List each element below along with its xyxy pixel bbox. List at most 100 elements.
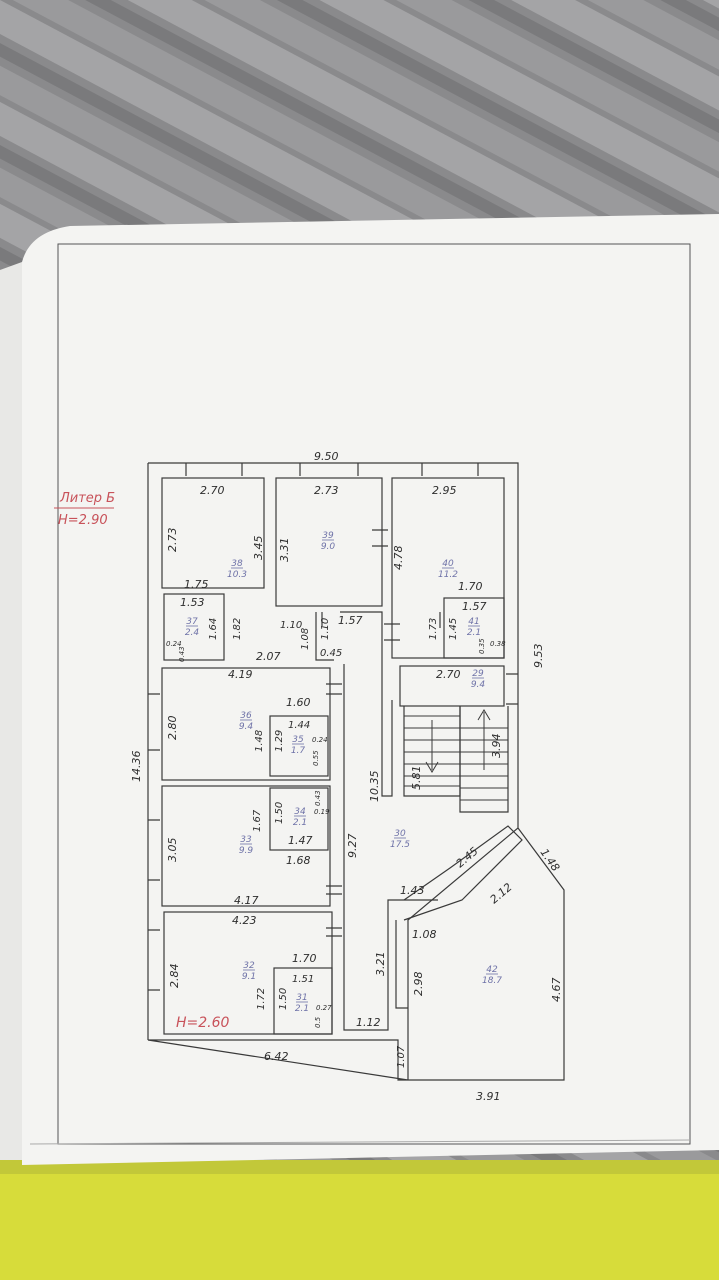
room-31-area: 2.1 — [295, 1004, 309, 1014]
dim-d-143: 1.43 — [400, 884, 425, 897]
dim-r37-side: 1.82 — [232, 618, 243, 640]
dim-r31-small: 0.27 — [316, 1004, 332, 1012]
room-31-number: 31 — [296, 993, 307, 1003]
dim-bottom-right: 3.91 — [476, 1090, 501, 1103]
room-32-area: 9.1 — [242, 972, 256, 982]
stair-treads — [404, 709, 508, 801]
litera-label: Литер Б — [59, 491, 115, 506]
room-29-number: 29 — [472, 669, 484, 679]
room-33-number: 33 — [240, 835, 252, 845]
dim-r34-small2: 0.19 — [314, 808, 330, 816]
dim-r36-w: 1.60 — [286, 696, 311, 709]
dim-corr-b: 1.08 — [300, 628, 311, 650]
room-39-area: 9.0 — [321, 542, 336, 552]
room-37-number: 37 — [186, 617, 198, 627]
dim-right-wall: 9.53 — [532, 644, 545, 669]
dim-r38-h2: 3.45 — [252, 536, 265, 561]
dim-r39-h: 3.31 — [278, 538, 291, 563]
dim-r34-h: 1.50 — [274, 802, 285, 824]
dim-overall-length: 14.36 — [130, 751, 143, 783]
room-34-number: 34 — [294, 807, 306, 817]
room-34-area: 2.1 — [293, 818, 307, 828]
dim-r32-w: 4.23 — [232, 914, 257, 927]
dim-r41-h: 1.45 — [448, 618, 459, 640]
dim-corr-c: 1.10 — [320, 618, 331, 640]
room-36-area: 9.4 — [239, 722, 254, 732]
dim-r34-small: 0.43 — [314, 790, 322, 806]
dim-r35-small2: 0.55 — [312, 750, 320, 766]
dim-r41-side: 1.73 — [428, 618, 439, 640]
paper-page — [22, 214, 719, 1165]
dim-r40-h: 4.78 — [392, 546, 405, 571]
dim-r41-small: 0.35 — [478, 638, 486, 654]
dim-r32-h: 2.84 — [168, 964, 181, 989]
room-40-area: 11.2 — [438, 570, 458, 580]
room-40-number: 40 — [442, 559, 454, 569]
room-37-area: 2.4 — [185, 628, 200, 638]
dim-r33-w2: 4.17 — [234, 894, 259, 907]
dim-r38-h: 2.73 — [166, 528, 179, 553]
dim-corr-len: 10.35 — [368, 771, 381, 803]
room-41-area: 2.1 — [467, 628, 481, 638]
room-38-area: 10.3 — [227, 570, 247, 580]
dim-r36-h: 2.80 — [166, 716, 179, 741]
room-35-area: 1.7 — [291, 746, 306, 756]
dim-r33-h: 3.05 — [166, 838, 179, 863]
dim-d-107: 1.07 — [396, 1045, 407, 1068]
dim-r33-w: 1.68 — [286, 854, 311, 867]
dim-d-108: 1.08 — [412, 928, 437, 941]
dim-r38-w: 2.70 — [200, 484, 225, 497]
dim-bottom-left: 6.42 — [264, 1050, 289, 1063]
yellow-strip-shadow — [0, 1160, 719, 1174]
room-30-number: 30 — [394, 829, 406, 839]
room-30-area: 17.5 — [390, 840, 410, 850]
room-35-number: 35 — [292, 735, 304, 745]
dim-d-298: 2.98 — [412, 972, 425, 997]
dim-r40-w2: 1.70 — [458, 580, 483, 593]
room-42-area: 18.7 — [482, 976, 502, 986]
room-42-number: 42 — [486, 965, 498, 975]
dim-r39-w: 2.73 — [314, 484, 339, 497]
dim-stair-side: 5.81 — [410, 766, 423, 791]
dim-r37-w: 1.53 — [180, 596, 205, 609]
dim-overall-width: 9.50 — [314, 450, 339, 463]
dim-d-112: 1.12 — [356, 1016, 381, 1029]
room-36-number: 36 — [240, 711, 252, 721]
dim-r31-w: 1.51 — [292, 974, 314, 985]
dim-r36-side: 1.48 — [254, 730, 265, 752]
dim-r41-small2: 0.38 — [490, 640, 506, 648]
dim-r35-small: 0.24 — [312, 736, 328, 744]
dim-r32-w2: 1.70 — [292, 952, 317, 965]
dim-d-467: 4.67 — [550, 978, 563, 1003]
dim-r37-h: 1.64 — [208, 618, 219, 640]
dim-hall-419: 4.19 — [228, 668, 253, 681]
dim-r31-h: 1.50 — [278, 988, 289, 1010]
dim-r35-w: 1.44 — [288, 720, 310, 731]
room-33-area: 9.9 — [239, 846, 254, 856]
dim-corr-len2: 9.27 — [346, 834, 359, 859]
yellow-strip — [0, 1160, 719, 1280]
dim-r35-h: 1.29 — [274, 730, 285, 752]
room-41-number: 41 — [468, 617, 479, 627]
dim-r33-side: 1.67 — [252, 809, 263, 832]
dim-r31-small2: 0.5 — [314, 1016, 322, 1028]
dim-corr-e: 0.45 — [320, 648, 342, 659]
dim-corr-d: 1.57 — [338, 614, 363, 627]
dim-r40-w: 2.95 — [432, 484, 457, 497]
dim-r37-top: 1.75 — [184, 578, 209, 591]
dim-corr-a: 1.10 — [280, 620, 302, 631]
room-39-number: 39 — [322, 531, 334, 541]
dim-r32-side: 1.72 — [256, 988, 267, 1010]
page-frame-bottom — [29, 1139, 691, 1145]
room-38-number: 38 — [231, 559, 243, 569]
dim-stair-h: 3.94 — [490, 734, 503, 759]
dim-stair-w: 2.70 — [436, 668, 461, 681]
dim-r37-small2: 0.43 — [178, 646, 186, 662]
dim-hall-207: 2.07 — [256, 650, 281, 663]
height-main-label: H=2.90 — [58, 513, 108, 528]
room-32-number: 32 — [243, 961, 255, 971]
walls — [147, 462, 565, 1081]
dim-r37-small: 0.24 — [166, 640, 182, 648]
left-page-edge — [0, 262, 22, 1168]
